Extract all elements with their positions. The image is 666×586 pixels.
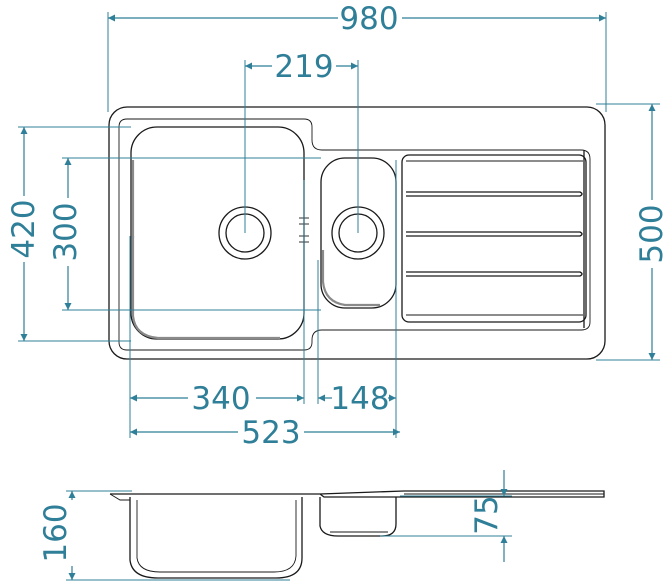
dimension-340-label: 340: [191, 381, 250, 417]
dimension-340: 340: [129, 180, 305, 438]
main-bowl: [130, 126, 305, 340]
dimension-148: 148: [317, 160, 397, 438]
dimension-420: 420: [6, 126, 131, 342]
side-view-main-bowl: [129, 497, 303, 579]
dimension-420-label: 420: [6, 199, 42, 258]
side-view: [109, 490, 605, 579]
dimension-300-label: 300: [48, 202, 84, 261]
dimension-500: 500: [596, 103, 666, 361]
small-bowl-shading: [321, 250, 380, 307]
dimension-75-label: 75: [469, 495, 505, 534]
dimension-980: 980: [107, 1, 607, 112]
side-view-rim-left: [109, 493, 130, 501]
dimension-219: 219: [244, 49, 359, 233]
side-view-small-bowl: [319, 497, 397, 537]
sink-outer-outline: [108, 106, 606, 360]
dimension-160-label: 160: [38, 503, 74, 562]
dimension-75: 75: [380, 470, 512, 562]
dimension-980-label: 980: [339, 1, 398, 37]
dimension-160: 160: [38, 490, 290, 581]
drainer-board: [401, 154, 587, 323]
dimension-148-label: 148: [330, 381, 389, 417]
dimension-500-label: 500: [634, 204, 666, 263]
drainer-grooves: [406, 150, 585, 328]
dimension-523: 523: [130, 415, 400, 451]
dimension-523-label: 523: [241, 415, 300, 451]
dimension-300: 300: [48, 157, 321, 311]
top-view: [108, 106, 606, 360]
side-view-main-bowl-inner: [136, 500, 297, 573]
side-view-rim: [110, 490, 605, 498]
main-bowl-shading: [131, 236, 280, 340]
dimension-219-label: 219: [274, 49, 333, 85]
sink-inner-rim: [118, 118, 591, 351]
